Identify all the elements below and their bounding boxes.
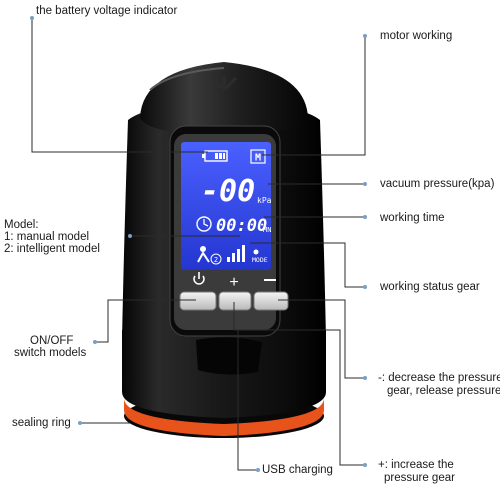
label-working-status-gear: working status gear: [380, 281, 480, 293]
mode-drop-icon: [253, 249, 259, 255]
lcd-screen: [181, 142, 271, 270]
minus-button[interactable]: [253, 291, 289, 311]
label-model-title: Model:: [4, 219, 39, 231]
cap-highlight: [149, 67, 225, 91]
plus-button[interactable]: [218, 291, 252, 311]
signal-bars-icon: [227, 245, 245, 262]
motor-indicator-letter: M: [255, 153, 261, 164]
label-usb-charging: USB charging: [262, 464, 333, 476]
battery-icon: [202, 150, 228, 162]
leader-dots: [30, 16, 367, 472]
gear-number: 2: [214, 256, 218, 264]
label-battery-voltage-indicator: the battery voltage indicator: [36, 5, 178, 17]
gear-number-circle: [210, 253, 222, 265]
label-model-manual: 1: manual model: [4, 231, 90, 243]
plus-symbol: +: [229, 274, 238, 291]
power-symbol-icon: [193, 272, 205, 285]
label-working-time: working time: [380, 212, 445, 224]
label-sealing-ring: sealing ring: [12, 417, 71, 429]
pressure-value: -00: [201, 174, 255, 209]
label-increase-line1: +: increase the: [378, 459, 454, 471]
pressure-unit: kPa: [257, 196, 272, 205]
working-time-value: 00:00: [216, 216, 267, 236]
clock-icon: [196, 216, 212, 232]
label-vacuum-pressure: vacuum pressure(kpa): [380, 178, 495, 190]
working-time-unit: MN: [263, 226, 271, 234]
motor-indicator-box: [250, 149, 266, 164]
label-increase-line2: pressure gear: [384, 472, 455, 484]
label-onoff-line1: ON/OFF: [30, 335, 74, 347]
onoff-button[interactable]: [179, 291, 217, 311]
mode-label: MODE: [252, 256, 268, 264]
sealing-ring: [124, 398, 324, 436]
person-icon: [197, 246, 210, 263]
label-model-intelligent: 2: intelligent model: [4, 243, 100, 255]
leader-lines: [31, 18, 366, 471]
label-onoff-line2: switch models: [14, 347, 87, 359]
vent-icon: [210, 76, 238, 90]
label-decrease-line2: gear, release pressure: [387, 385, 500, 397]
device-cap: [140, 62, 308, 136]
label-motor-working: motor working: [380, 30, 453, 42]
label-decrease-line1: -: decrease the pressure: [378, 372, 500, 384]
usb-port-recess: [196, 337, 262, 375]
